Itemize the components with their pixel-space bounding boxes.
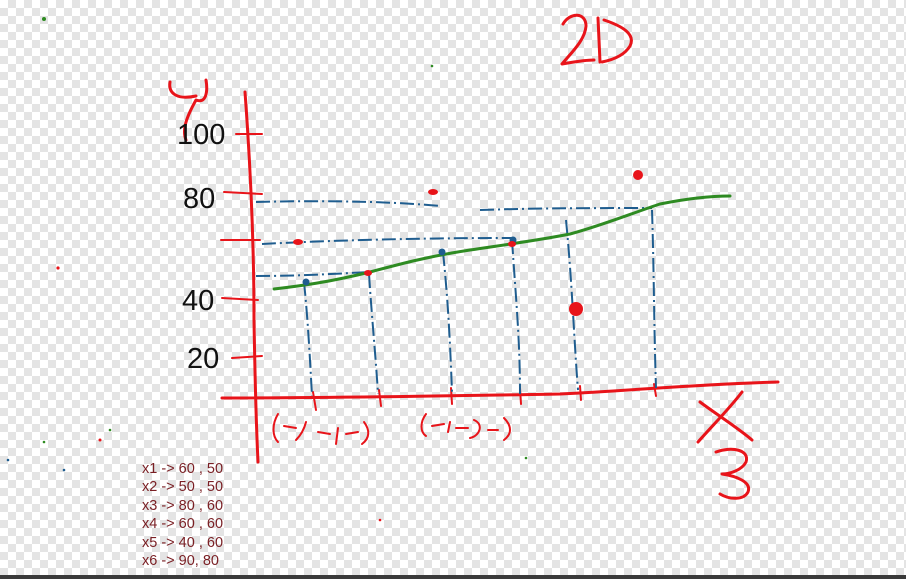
- data-point: [438, 248, 446, 256]
- point-note: x1 -> 60 , 50: [142, 461, 224, 477]
- y-tick-marks: [220, 133, 263, 359]
- handwritten-y-mark: [168, 78, 209, 142]
- red-marker: [569, 302, 583, 316]
- point-note: x5 -> 40 , 60: [142, 534, 224, 551]
- red-marker: [428, 189, 438, 195]
- y-tick-label-40: 40: [182, 285, 214, 317]
- horizontal-guide-lines: [255, 200, 653, 277]
- interval-bracket-left: [272, 413, 370, 445]
- red-marker: [633, 170, 643, 180]
- point-note: x4 -> 60 , 60: [142, 516, 224, 533]
- handwritten-x-mark: [696, 390, 754, 500]
- point-notes-list: x1 -> 60 , 50 x2 -> 50 , 50 x3 -> 80 , 6…: [142, 460, 223, 570]
- point-note: x3 -> 80 , 60: [142, 497, 224, 514]
- x-axis-line: [220, 380, 780, 400]
- point-note: x6 -> 90, 80: [142, 553, 219, 570]
- data-point: [302, 278, 310, 286]
- y-tick-label-20: 20: [187, 343, 219, 375]
- interval-bracket-right: [420, 413, 511, 441]
- red-marker: [508, 241, 516, 247]
- trend-curve: [272, 194, 732, 291]
- stray-specks: [6, 17, 528, 522]
- red-marker-points: [293, 170, 643, 316]
- red-marker: [293, 239, 303, 245]
- point-note: x2 -> 50 , 50: [142, 479, 224, 496]
- handwritten-2d-mark: [560, 13, 633, 66]
- y-axis-line: [243, 90, 260, 464]
- vertical-guide-lines: [303, 209, 657, 397]
- bottom-edge-bar: [0, 575, 906, 579]
- y-tick-label-100: 100: [177, 119, 225, 151]
- red-marker: [364, 270, 372, 276]
- y-tick-label-80: 80: [183, 183, 215, 215]
